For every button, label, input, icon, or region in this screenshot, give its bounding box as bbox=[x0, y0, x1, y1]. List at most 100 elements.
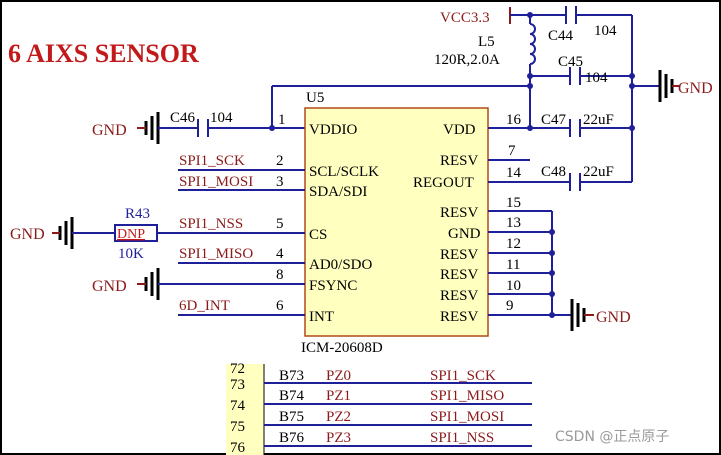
connector-index-column bbox=[226, 364, 264, 455]
gnd-symbol-bottom-right bbox=[570, 299, 594, 331]
chip-left-pins: 1 VDDIO 2 SCL/SCLK SPI1_SCK 3 SDA/SDI SP… bbox=[157, 112, 379, 325]
pin-number: 14 bbox=[506, 165, 522, 181]
connector-row-number: 73 bbox=[230, 377, 245, 393]
pin-name: REGOUT bbox=[413, 175, 474, 191]
pin-name: RESV bbox=[440, 288, 479, 304]
vcc-section: VCC3.3 C44 104 L5 120R,2.0A C45 104 bbox=[434, 6, 632, 128]
pin-name: VDDIO bbox=[309, 122, 357, 138]
pin-number: 12 bbox=[506, 236, 521, 252]
connector-net: SPI1_NSS bbox=[430, 430, 494, 446]
pin-number: 1 bbox=[278, 112, 286, 128]
pin-name: RESV bbox=[440, 153, 479, 169]
pin-name: VDD bbox=[443, 122, 476, 138]
c48-ref: C48 bbox=[541, 164, 566, 180]
pin-number: 6 bbox=[276, 298, 284, 314]
connector-row-partial: 72 bbox=[230, 361, 245, 377]
pin-number: 9 bbox=[506, 298, 514, 314]
pin-number: 4 bbox=[276, 246, 284, 262]
pin-number: 8 bbox=[276, 267, 284, 283]
connector-table: 72 73 B73 PZ0 SPI1_SCK 74 B74 PZ1 SPI1_M… bbox=[226, 361, 532, 455]
pin-number: 13 bbox=[506, 215, 521, 231]
watermark: CSDN @正点原子 bbox=[555, 429, 669, 445]
c45-ref: C45 bbox=[558, 54, 583, 70]
gnd-symbol-top-right bbox=[658, 70, 680, 102]
c46-ref: C46 bbox=[170, 110, 196, 126]
pin-number: 5 bbox=[276, 216, 284, 232]
c47-ref: C47 bbox=[541, 112, 567, 128]
pin-name: RESV bbox=[440, 267, 479, 283]
pin-name: SDA/SDI bbox=[309, 184, 367, 200]
net-label-spi-miso: SPI1_MISO bbox=[179, 246, 253, 262]
chip-body-u5 bbox=[304, 107, 489, 337]
c46-value: 104 bbox=[210, 110, 233, 126]
chip-right-pins: 16 VDD 7 RESV 14 REGOUT 15 RESV 13 GND 1… bbox=[413, 112, 572, 325]
net-label-spi-mosi: SPI1_MOSI bbox=[179, 174, 253, 190]
gnd-label-top-right: GND bbox=[678, 80, 713, 97]
connector-pin: B75 bbox=[279, 409, 304, 425]
pin-number: 7 bbox=[508, 143, 516, 159]
connector-port: PZ3 bbox=[326, 430, 351, 446]
connector-pin: B73 bbox=[279, 368, 304, 384]
gnd-label-fsync: GND bbox=[92, 278, 127, 295]
l5-inductor-coil bbox=[529, 23, 536, 65]
junction bbox=[549, 250, 555, 256]
gnd-symbol-r43 bbox=[52, 217, 82, 249]
schematic-title: 6 AIXS SENSOR bbox=[8, 39, 199, 68]
r43-marking: DNP bbox=[117, 227, 145, 242]
pin-number: 2 bbox=[276, 153, 284, 169]
connector-row-number: 75 bbox=[230, 419, 245, 435]
r43-ref: R43 bbox=[125, 206, 150, 222]
gnd-symbol-fsync bbox=[137, 268, 170, 300]
pin-name: RESV bbox=[440, 247, 479, 263]
pin-name: CS bbox=[309, 227, 327, 243]
pin-name: GND bbox=[448, 226, 481, 242]
gnd-label-c46: GND bbox=[92, 122, 127, 139]
c47-value: 22uF bbox=[583, 112, 614, 128]
chip-ref: U5 bbox=[306, 90, 324, 106]
net-label-spi-sck: SPI1_SCK bbox=[179, 153, 245, 169]
net-label-int: 6D_INT bbox=[179, 298, 230, 314]
connector-row-number: 76 bbox=[230, 440, 246, 455]
gnd-symbol-c46 bbox=[137, 112, 170, 144]
pin-name: SCL/SCLK bbox=[309, 164, 379, 180]
connector-net: SPI1_MOSI bbox=[430, 409, 504, 425]
pin-name: FSYNC bbox=[309, 278, 357, 294]
junction bbox=[549, 270, 555, 276]
connector-pin: B74 bbox=[279, 388, 305, 404]
junction bbox=[629, 73, 635, 79]
pin-name: AD0/SDO bbox=[309, 257, 373, 273]
c48-value: 22uF bbox=[583, 164, 614, 180]
pin-number: 10 bbox=[506, 278, 521, 294]
pin-number: 11 bbox=[506, 257, 520, 273]
vcc-label: VCC3.3 bbox=[440, 10, 490, 26]
pin-number: 16 bbox=[506, 112, 522, 128]
l5-ref: L5 bbox=[478, 34, 495, 50]
connector-port: PZ1 bbox=[326, 388, 351, 404]
connector-pin: B76 bbox=[279, 430, 305, 446]
pin-name: RESV bbox=[440, 309, 479, 325]
pin-number: 3 bbox=[276, 174, 284, 190]
net-label-spi-nss: SPI1_NSS bbox=[179, 216, 243, 232]
chip-part-number: ICM-20608D bbox=[301, 340, 383, 356]
connector-net: SPI1_MISO bbox=[430, 388, 504, 404]
pin-name: RESV bbox=[440, 205, 479, 221]
r43-value: 10K bbox=[118, 246, 144, 262]
gnd-label-bottom-right: GND bbox=[596, 309, 631, 326]
junction bbox=[527, 83, 533, 89]
gnd-label-r43: GND bbox=[10, 226, 45, 243]
c44-value: 104 bbox=[594, 23, 617, 39]
connector-port: PZ2 bbox=[326, 409, 351, 425]
junction bbox=[549, 291, 555, 297]
junction bbox=[549, 229, 555, 235]
connector-port: PZ0 bbox=[326, 368, 351, 384]
connector-net: SPI1_SCK bbox=[430, 368, 496, 384]
pin-number: 15 bbox=[506, 195, 521, 211]
junction bbox=[549, 312, 555, 318]
pin-name: INT bbox=[309, 309, 334, 325]
connector-row-number: 74 bbox=[230, 398, 246, 414]
c44-ref: C44 bbox=[548, 28, 574, 44]
c45-value: 104 bbox=[585, 70, 608, 86]
